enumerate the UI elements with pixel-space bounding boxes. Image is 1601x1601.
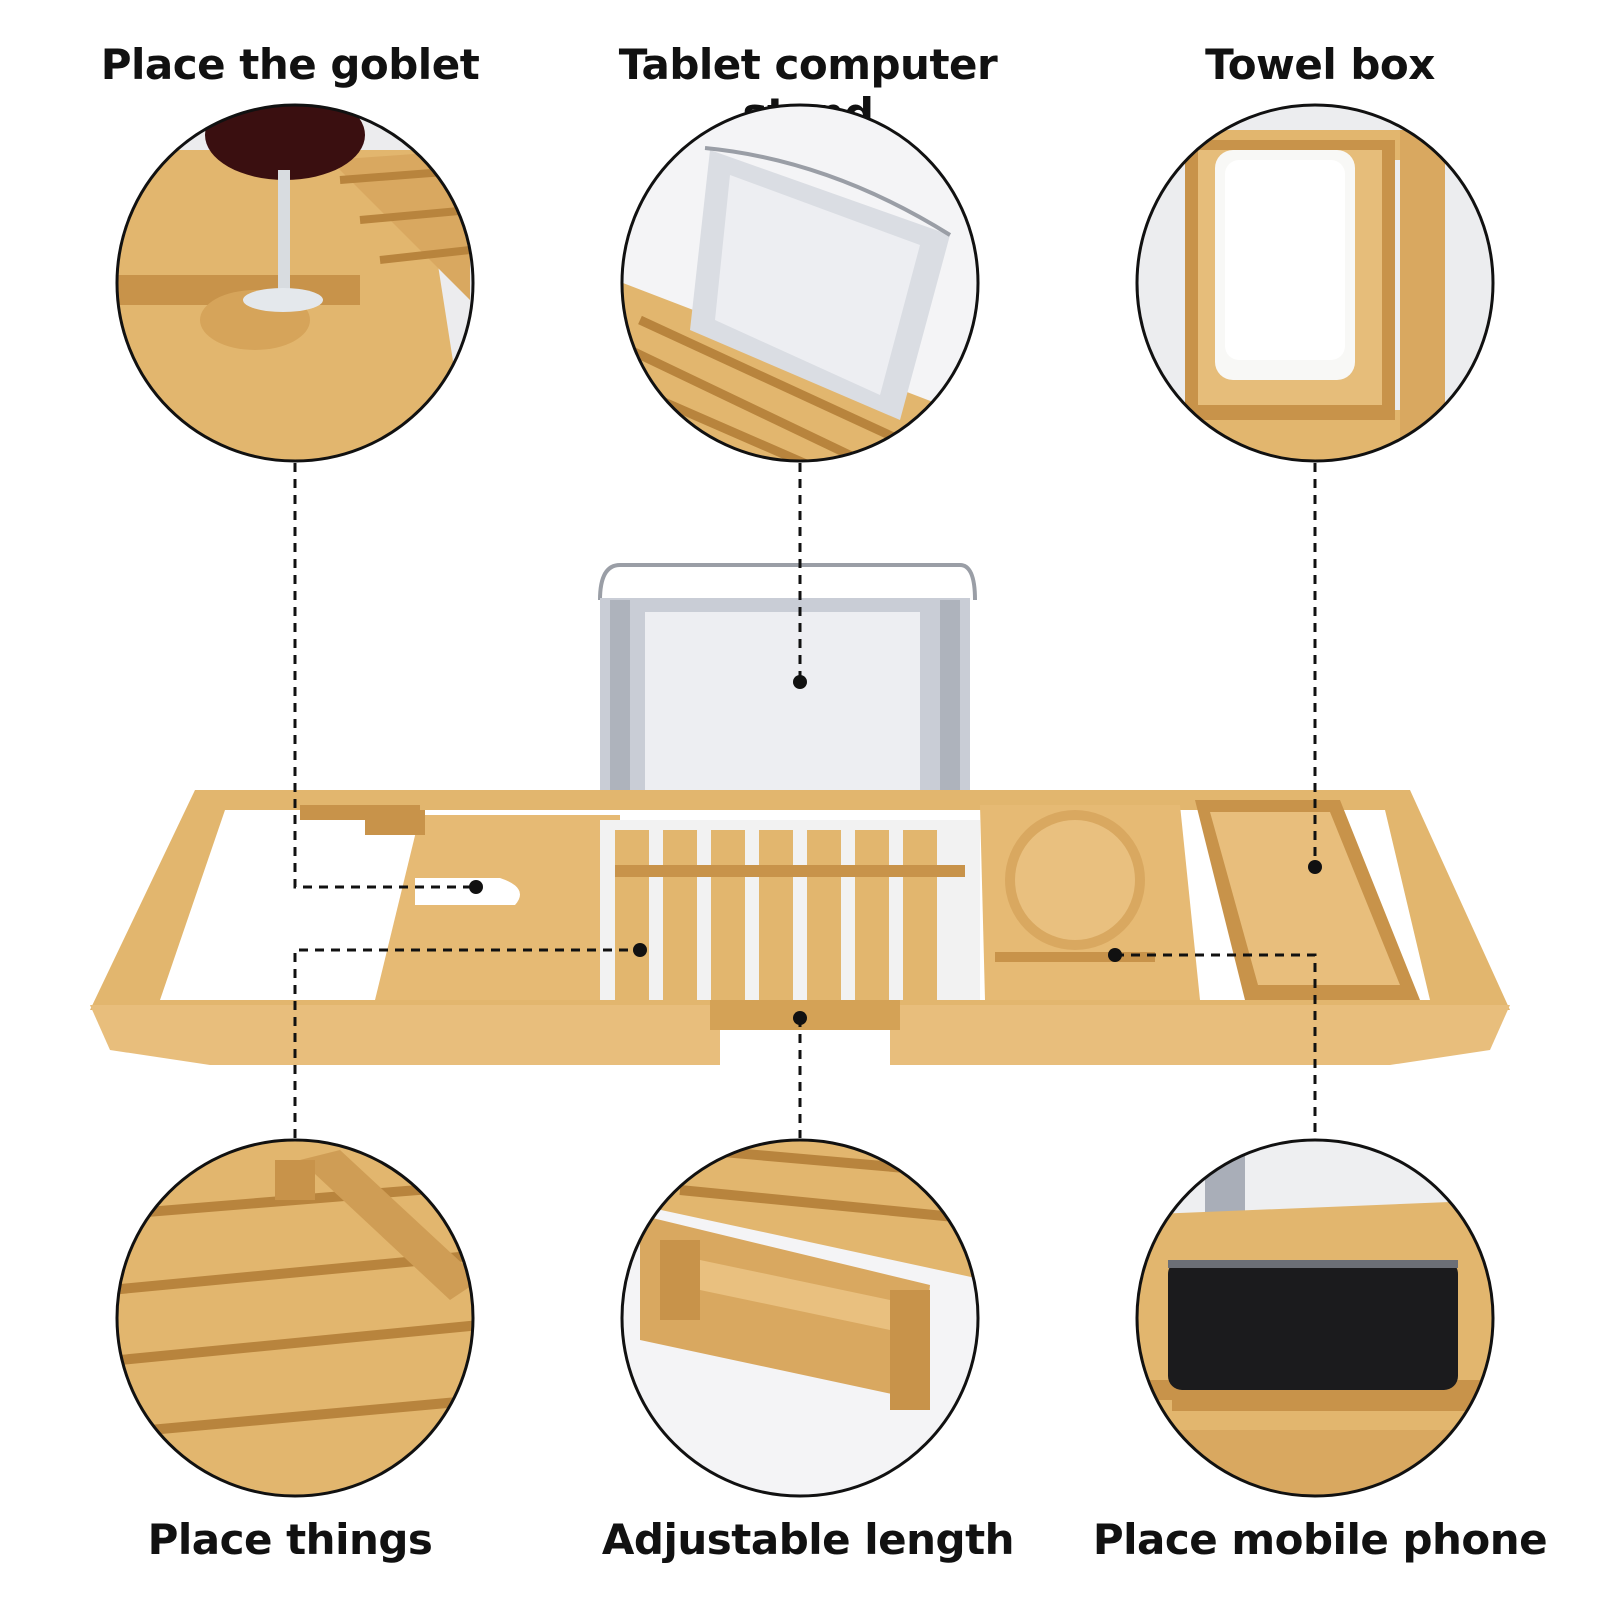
detail-things-circle	[115, 1138, 475, 1498]
leader-dots	[469, 675, 1322, 1025]
detail-phone-circle	[1135, 1138, 1495, 1498]
detail-adjust-circle	[620, 1138, 980, 1498]
detail-towel-circle	[1135, 103, 1495, 463]
label-place-phone: Place mobile phone	[1092, 1515, 1548, 1564]
leader-goblet	[293, 463, 476, 889]
leader-things	[293, 948, 640, 1138]
label-place-things: Place things	[147, 1515, 433, 1564]
detail-tablet-circle	[620, 103, 980, 463]
leader-phone	[1115, 953, 1317, 1138]
label-towel-box: Towel box	[1205, 40, 1435, 89]
detail-goblet-circle	[115, 103, 475, 463]
label-place-goblet: Place the goblet	[100, 40, 480, 89]
tablet-holder	[598, 563, 977, 808]
label-adjustable-length: Adjustable length	[601, 1515, 1015, 1564]
leader-lines	[293, 463, 1317, 1138]
